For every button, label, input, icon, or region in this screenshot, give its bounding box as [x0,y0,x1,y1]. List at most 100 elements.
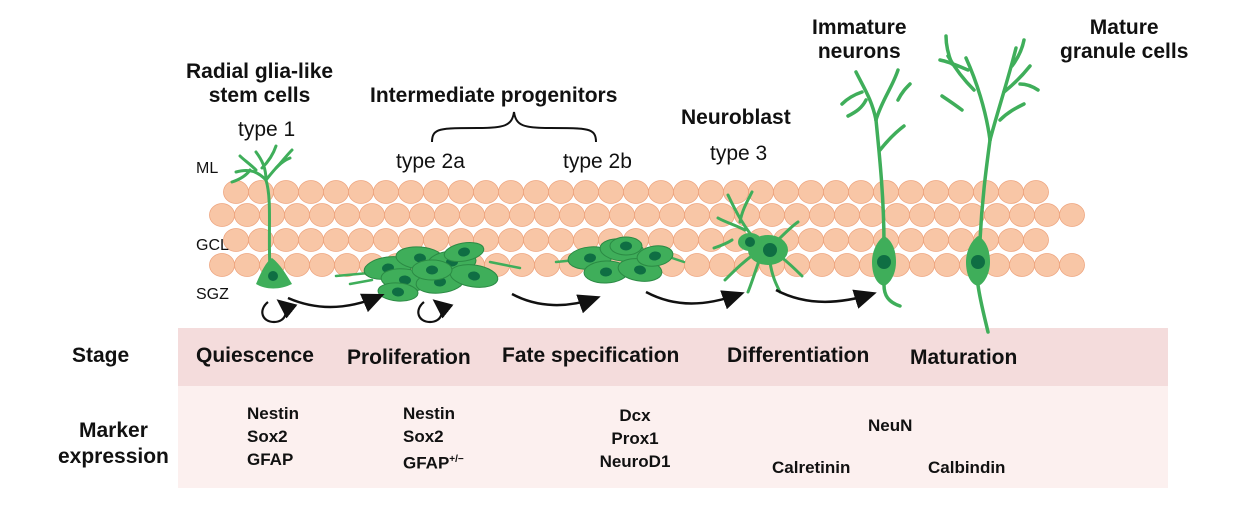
marker-band [178,386,1168,488]
tissue-cell [1009,203,1035,227]
tissue-cell [1034,203,1060,227]
mature-granule-cell [938,34,1040,334]
mature-granule-cells-title: Mature granule cells [1060,16,1189,63]
gfap-superscript: +/− [449,454,464,465]
stage-fate-specification: Fate specification [502,344,680,367]
tissue-cell [373,228,399,252]
tissue-cell [673,180,699,204]
tissue-cell [1059,203,1085,227]
tissue-cell [309,203,335,227]
progenitor-nucleus [392,287,404,297]
progenitor-nucleus [649,251,661,261]
intermediate-progenitors-title: Intermediate progenitors [370,84,618,107]
tissue-cell [423,180,449,204]
progenitor-nucleus [458,247,470,257]
self-renewal-arrow-1 [261,299,298,324]
neuroblast-nucleus [763,243,777,257]
progenitor-nucleus [468,271,480,281]
type-2a-cluster [334,241,522,302]
tissue-cell [809,253,835,277]
tissue-cell [898,228,924,252]
tissue-cell [634,203,660,227]
tissue-cell [298,228,324,252]
arrow-to-type3 [645,290,745,310]
tissue-cell [923,180,949,204]
tissue-cell [348,228,374,252]
tissue-cell [484,203,510,227]
tissue-cell [798,228,824,252]
tissue-cell [923,228,949,252]
tissue-cell [1009,253,1035,277]
self-renewal-arrow-2 [417,299,454,324]
tissue-cell [373,180,399,204]
tissue-cell [934,203,960,227]
tissue-cell [684,253,710,277]
tissue-cell [773,180,799,204]
tissue-cell [448,180,474,204]
tissue-cell [834,253,860,277]
tissue-cell [323,180,349,204]
tissue-cell [934,253,960,277]
markers-proliferation: Nestin Sox2 GFAP+/− [403,404,464,473]
tissue-cell [809,203,835,227]
tissue-cell [334,203,360,227]
type3-label: type 3 [710,142,768,165]
mature-granule-cell-nucleus [971,255,985,269]
stage-maturation: Maturation [910,346,1018,369]
tissue-cell [398,180,424,204]
tissue-cell [348,180,374,204]
progenitor-nucleus [399,275,411,285]
tissue-cell [673,228,699,252]
tissue-cell [384,203,410,227]
neuroblast-nucleus-2 [745,237,755,247]
intermediate-bracket [431,111,597,143]
tissue-cell [948,180,974,204]
tissue-cell [659,203,685,227]
tissue-cell [884,203,910,227]
tissue-cell [509,253,535,277]
tissue-cell [459,203,485,227]
tissue-cell [559,203,585,227]
tissue-cell [548,180,574,204]
layer-ml-label: ML [196,160,219,177]
progenitor-nucleus [414,253,426,263]
stage-quiescence: Quiescence [196,344,314,367]
immature-neurons-title: Immature neurons [812,16,907,63]
radial-glia-nucleus [268,271,278,281]
tissue-cell [223,180,249,204]
tissue-cell [848,228,874,252]
type-2b-cluster [554,236,686,284]
tissue-cell [498,228,524,252]
tissue-cell [598,180,624,204]
tissue-cell [834,203,860,227]
immature-neuron [840,68,912,308]
tissue-cell [798,180,824,204]
tissue-cell [823,180,849,204]
tissue-cell [609,203,635,227]
tissue-cell [898,180,924,204]
tissue-cell [534,253,560,277]
stage-band [178,328,1168,386]
granule-cell-layer-tissue [209,180,1085,277]
tissue-cell [409,203,435,227]
tissue-cell [434,203,460,227]
tissue-cell [648,180,674,204]
tissue-cell [698,180,724,204]
markers-fate-specification: Dcx Prox1 NeuroD1 [599,406,671,471]
tissue-cell [209,253,235,277]
immature-neuron-nucleus [877,255,891,269]
tissue-cell [534,203,560,227]
tissue-cell [259,203,285,227]
tissue-cell [723,180,749,204]
layer-sgz-label: SGZ [196,286,229,303]
tissue-cell [523,180,549,204]
marker-neun: NeuN [868,416,913,435]
tissue-cell [998,228,1024,252]
type2b-label: type 2b [563,150,632,173]
tissue-cell [234,253,260,277]
arrow-to-type2b [511,292,601,314]
progenitor-nucleus [634,265,646,275]
tissue-cell [323,228,349,252]
tissue-cell [823,228,849,252]
